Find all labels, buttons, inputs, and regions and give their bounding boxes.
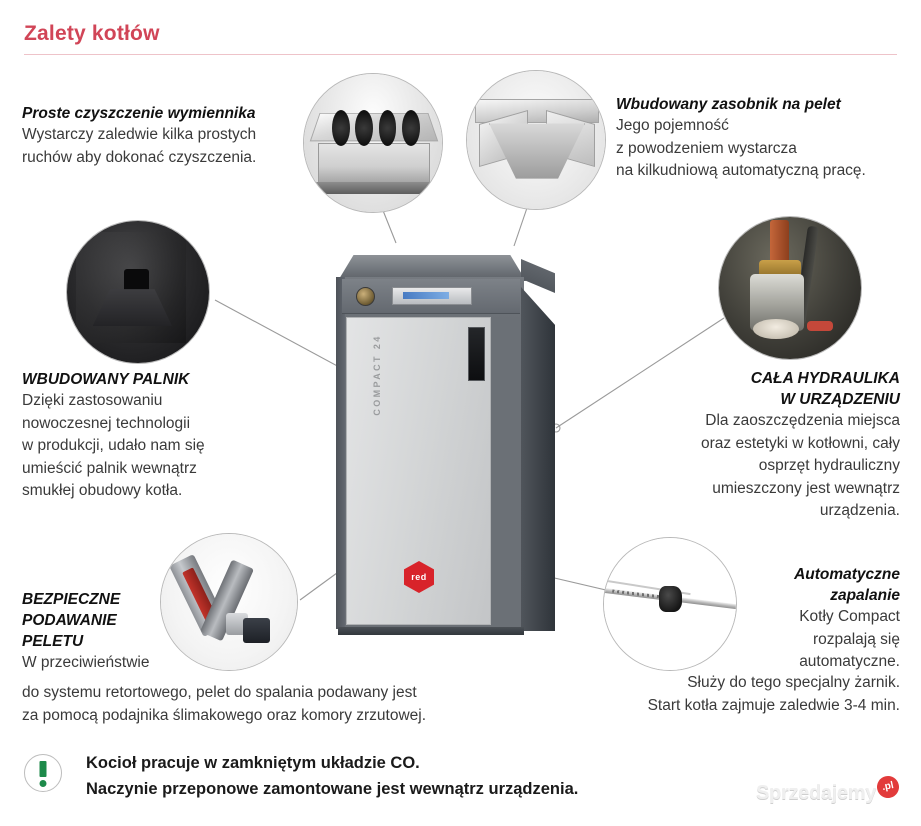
brand-logo-label: red	[411, 572, 427, 582]
feature-heading: Automatyczne zapalanie	[794, 566, 900, 604]
feature-safe-pellet-feed: BEZPIECZNE PODAWANIE PELETU W przeciwień…	[22, 589, 172, 675]
boiler-left-edge	[336, 277, 345, 629]
feature-built-in-burner: WBUDOWANY PALNIK Dzięki zastosowaniu now…	[22, 369, 302, 503]
hydraulics-photo	[718, 216, 862, 360]
boiler-door-label: COMPACT 24	[372, 334, 382, 416]
note-text: Kocioł pracuje w zamkniętym układzie CO.…	[86, 754, 579, 798]
feature-safe-pellet-feed-wide: do systemu retortowego, pelet do spalani…	[22, 684, 427, 724]
boiler-base	[338, 627, 524, 635]
feature-automatic-ignition-wide: Służy do tego specjalny żarnik. Start ko…	[647, 674, 900, 714]
feature-heading: Wbudowany zasobnik na pelet	[616, 96, 841, 113]
feature-heading: Proste czyszczenie wymiennika	[22, 105, 256, 122]
heat-exchanger-photo	[303, 73, 443, 213]
page-title: Zalety kotłów	[24, 22, 160, 45]
watermark-badge: .pl	[874, 773, 902, 801]
feature-body: Dla zaoszczędzenia miejsca oraz estetyki…	[701, 412, 900, 519]
boiler-vent-slot	[468, 327, 485, 381]
feature-pellet-hopper: Wbudowany zasobnik na pelet Jego pojemno…	[616, 94, 916, 183]
boiler-display	[392, 287, 472, 305]
pellet-feeder-photo	[160, 533, 298, 671]
boiler-control-knob	[356, 287, 375, 306]
title-divider	[24, 54, 897, 55]
exclamation-icon	[24, 754, 62, 792]
feature-heading: BEZPIECZNE PODAWANIE PELETU	[22, 591, 121, 650]
boiler-illustration: COMPACT 24 red	[316, 243, 556, 647]
igniter-photo	[603, 537, 737, 671]
boiler-top-cover	[337, 255, 526, 281]
feature-heading: CAŁA HYDRAULIKA W URZĄDZENIU	[750, 370, 900, 408]
feature-heading: WBUDOWANY PALNIK	[22, 371, 190, 388]
feature-exchanger-cleaning: Proste czyszczenie wymiennika Wystarczy …	[22, 103, 302, 169]
feature-body: Jego pojemność z powodzeniem wystarcza n…	[616, 117, 866, 179]
feature-full-hydraulics: CAŁA HYDRAULIKA W URZĄDZENIU Dla zaoszcz…	[612, 368, 900, 523]
boiler-side-body	[521, 287, 555, 631]
boiler-top-right-facet	[521, 259, 555, 293]
feature-body: Dzięki zastosowaniu nowoczesnej technolo…	[22, 392, 205, 499]
feature-body: Wystarczy zaledwie kilka prostych ruchów…	[22, 126, 257, 166]
feature-body: Kotły Compact rozpalają się automatyczne…	[799, 608, 900, 670]
feature-body: W przeciwieństwie	[22, 654, 150, 671]
burner-photo	[66, 220, 210, 364]
watermark-text: Sprzedajemy	[756, 782, 877, 804]
feature-automatic-ignition: Automatyczne zapalanie Kotły Compact roz…	[688, 564, 900, 674]
pellet-hopper-photo	[466, 70, 606, 210]
